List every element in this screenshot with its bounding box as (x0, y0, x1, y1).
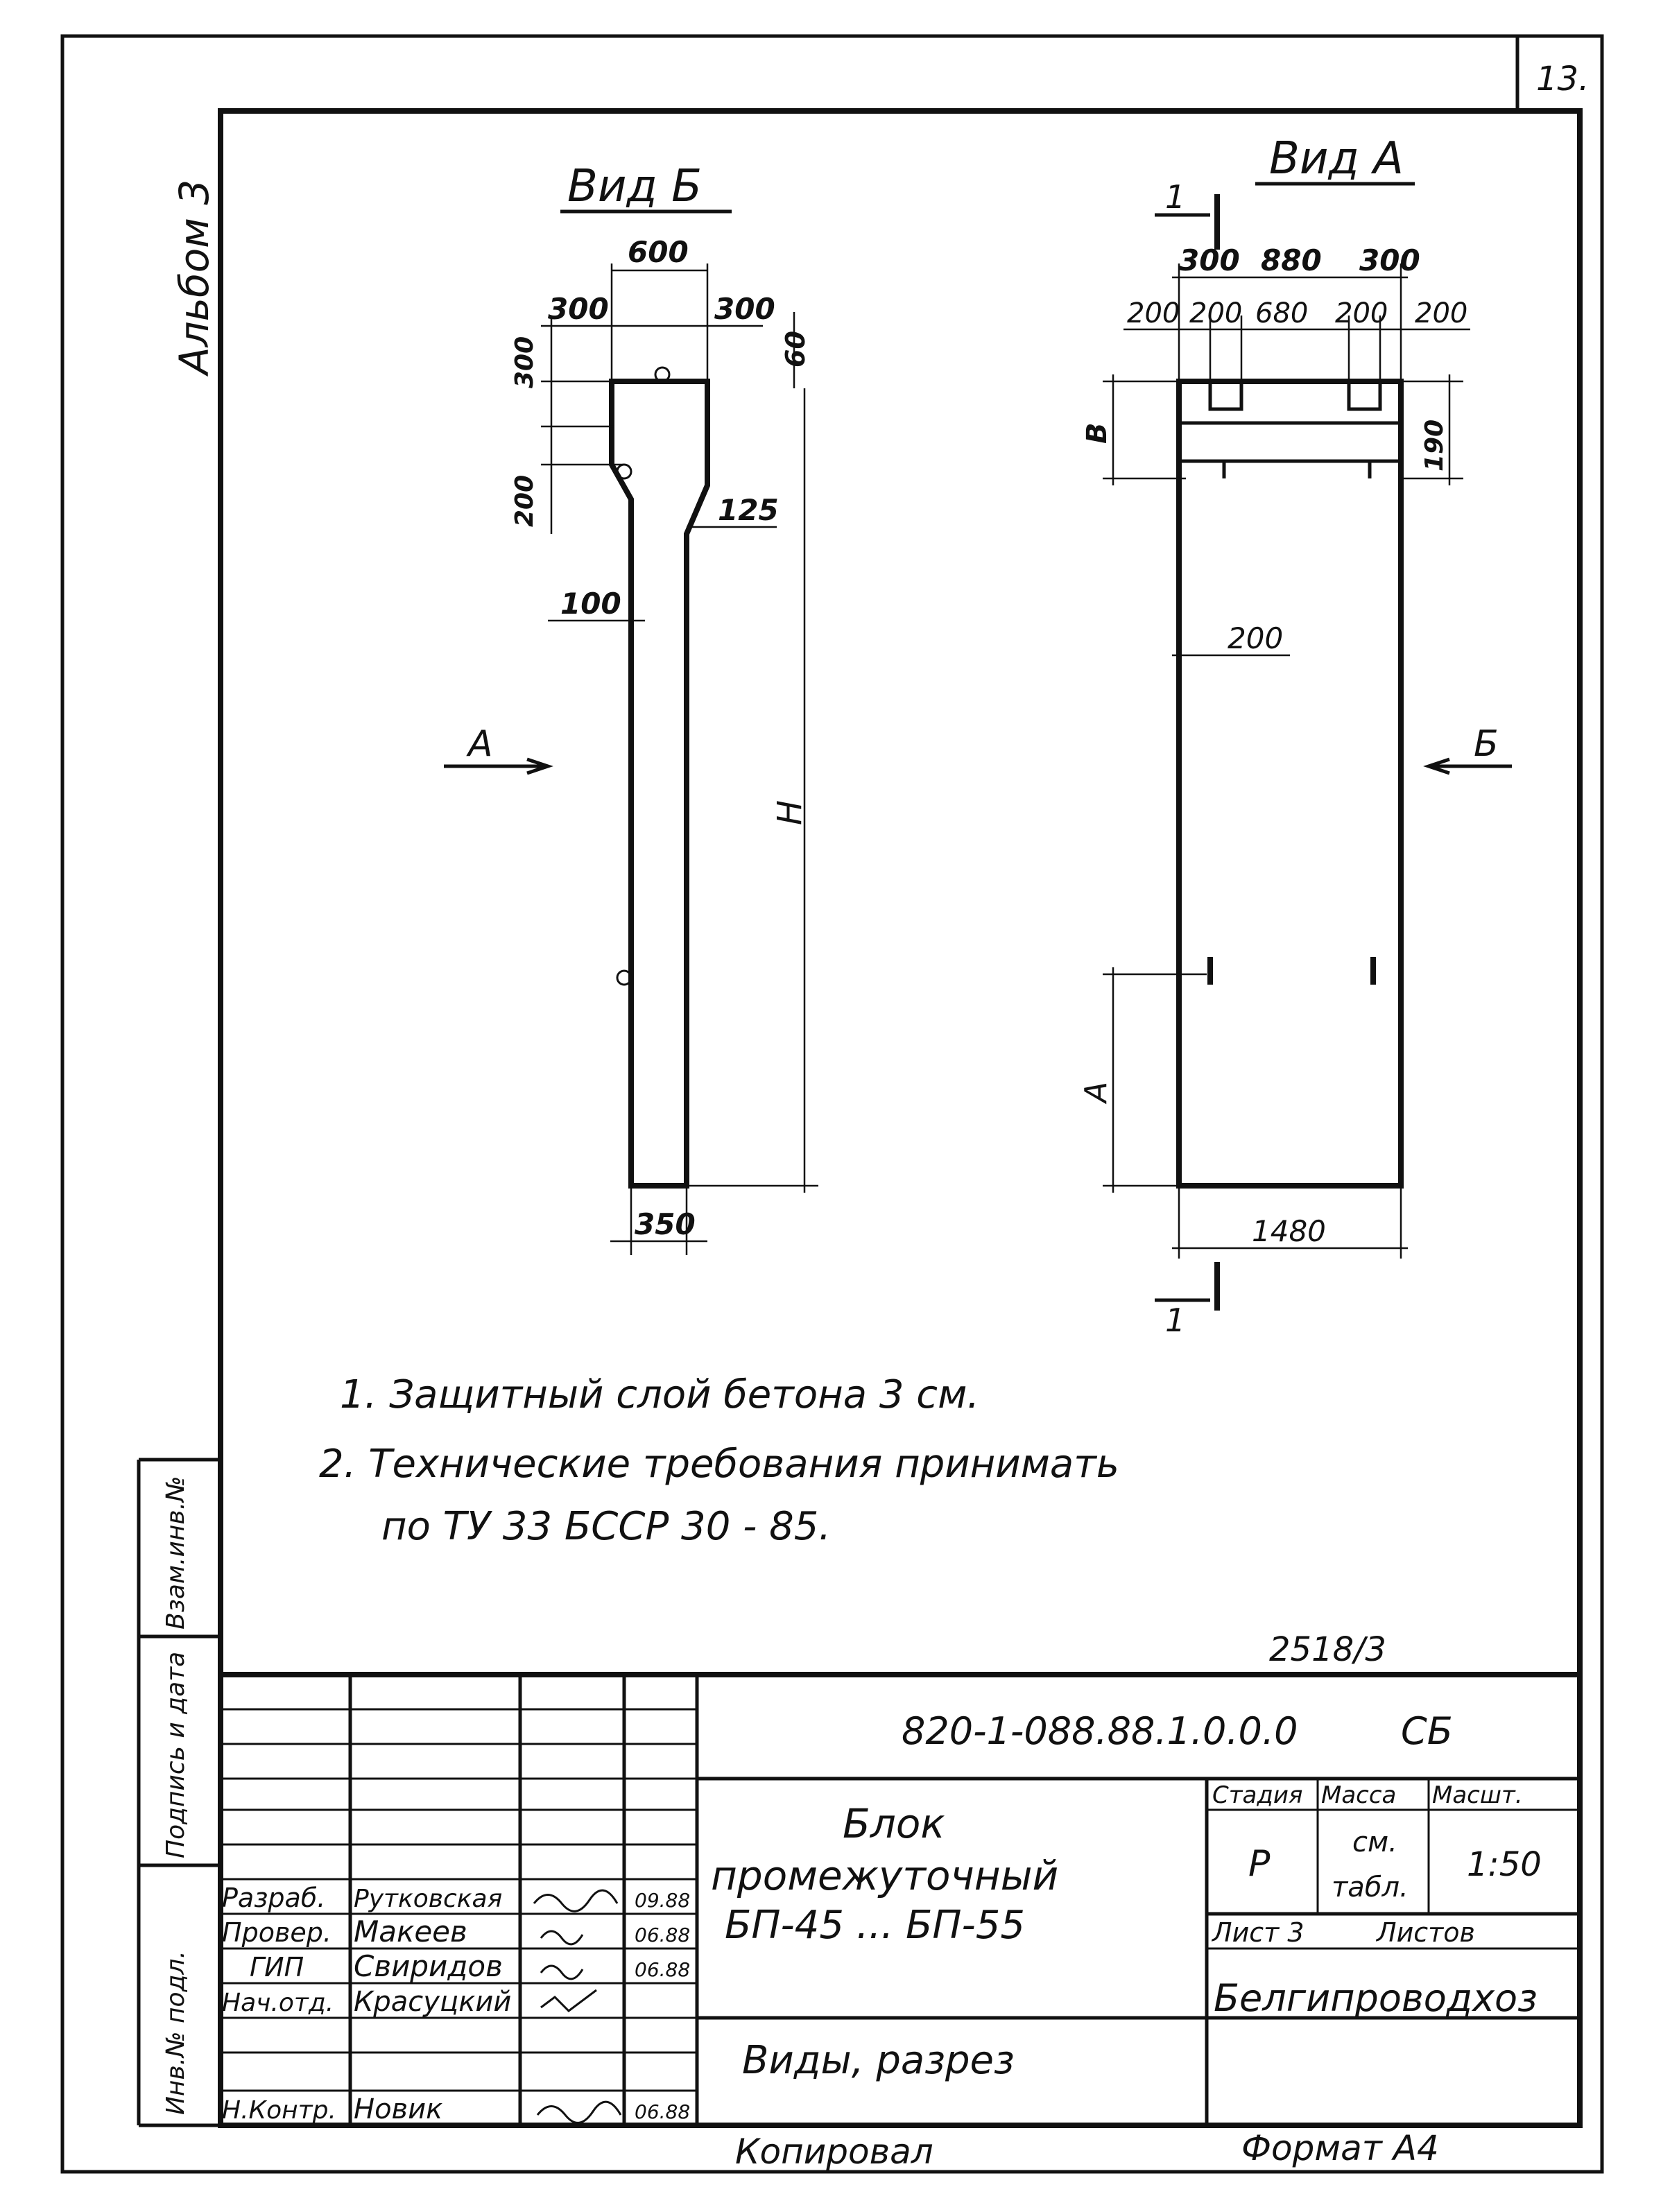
view-a-dim-left-b: B (1081, 423, 1113, 444)
org-name: Белгипроводхоз (1214, 1976, 1538, 2020)
view-a-dim-inner-200: 200 (1228, 621, 1283, 655)
signature-5 (536, 2100, 622, 2124)
arrow-a: А (444, 723, 553, 775)
sheet-ref: 2518/3 (1269, 1630, 1386, 1669)
view-b-hole-mid (616, 463, 632, 480)
view-b-dim-bottom: 350 (635, 1207, 696, 1241)
view-b-dim-top: 600 (628, 235, 689, 269)
view-b-outline (609, 379, 710, 1189)
signature-4 (540, 1989, 597, 2012)
signature-2 (540, 1930, 584, 1946)
stamp-role-1: Разраб. (222, 1883, 325, 1913)
page-number: 13. (1536, 60, 1589, 98)
view-a-dim-top-left: 300 (1179, 243, 1240, 277)
view-a-dim-r2-d: 200 (1335, 297, 1388, 329)
note-2: 2. Технические требования принимать (319, 1442, 1119, 1487)
doc-code: 820-1-088.88.1.0.0.0 (902, 1709, 1298, 1753)
view-b-hole-low (616, 969, 632, 986)
view-b-dim-right-top: 60 (780, 331, 811, 368)
view-a-dim-r2-e: 200 (1415, 297, 1467, 329)
mass-value-1: см. (1352, 1826, 1397, 1858)
mass-header: Масса (1321, 1781, 1396, 1809)
signature-3 (540, 1964, 584, 1980)
album-label: Альбом 3 (171, 180, 218, 377)
arrow-b-label: Б (1474, 723, 1499, 765)
title-line-1: Блок (843, 1800, 945, 1847)
arrow-a-label: А (466, 723, 493, 765)
stamp-date-5: 06.88 (635, 2100, 690, 2123)
stamp-date-1: 09.88 (635, 1889, 690, 1912)
stage-value: Р (1248, 1843, 1271, 1885)
cut-label-top: 1 (1165, 178, 1185, 216)
view-a-dim-top-mid: 880 (1261, 243, 1322, 277)
view-a-pocket-left (1208, 379, 1243, 411)
doc-suffix: СБ (1401, 1709, 1453, 1753)
title-line-2: промежуточный (711, 1852, 1058, 1899)
stage-header: Стадия (1212, 1781, 1302, 1809)
stamp-name-5: Новик (354, 2093, 442, 2125)
sheet-value: Лист 3 (1211, 1917, 1305, 1948)
stamp-name-4: Красуцкий (354, 1986, 511, 2018)
arrow-b: Б (1423, 723, 1512, 775)
view-a-dim-left-a: A (1078, 1082, 1114, 1105)
cut-label-bottom: 1 (1165, 1302, 1185, 1339)
stamp-name-3: Свиридов (354, 1949, 503, 1983)
note-1: 1. Защитный слой бетона 3 см. (340, 1372, 979, 1417)
stamp-name-1: Рутковская (354, 1885, 502, 1913)
view-b-dim-left-top: 300 (510, 336, 539, 388)
mass-value-2: табл. (1332, 1872, 1409, 1903)
view-b-hole-top (654, 366, 671, 383)
view-b-dim-height: H (770, 800, 809, 825)
view-b-dim-shoulder: 100 (560, 587, 621, 621)
view-a: Вид А 1 1 300 880 300 200 200 680 200 20… (1078, 133, 1470, 1339)
stamp-role-3: ГИП (250, 1952, 304, 1982)
view-a-dim-r2-c: 680 (1255, 297, 1308, 329)
view-b-dim-neck: 125 (718, 493, 779, 527)
view-b: Вид Б 600 300 300 60 300 200 125 100 H (510, 161, 818, 1255)
side-strip: Взам.инв.№ Подпись и дата Инв.№ подл. (137, 1458, 221, 2127)
title-block: 820-1-088.88.1.0.0.0 СБ Блок промежуточн… (221, 1672, 1580, 2125)
stamp-date-3: 06.88 (635, 1958, 690, 1981)
signature-1 (533, 1889, 619, 1912)
view-a-dim-bottom: 1480 (1252, 1214, 1326, 1248)
view-a-outline (1176, 379, 1404, 1189)
stamp-date-2: 06.88 (635, 1924, 690, 1946)
view-b-dim-left: 300 (548, 292, 609, 326)
note-3: по ТУ 33 БССР 30 - 85. (381, 1504, 831, 1549)
view-a-dim-r2-b: 200 (1189, 297, 1242, 329)
outer-frame (60, 34, 1604, 2174)
stamp-role-2: Провер. (222, 1917, 332, 1948)
title-line-3: БП-45 ... БП-55 (725, 1903, 1025, 1948)
sheets-label: Листов (1375, 1917, 1475, 1948)
view-b-title: Вид Б (567, 161, 702, 212)
subtitle: Виды, разрез (742, 2038, 1015, 2083)
stamp-role-4: Нач.отд. (222, 1989, 334, 2017)
side-label-1: Взам.инв.№ (162, 1476, 190, 1630)
view-a-dim-right-190: 190 (1420, 420, 1449, 472)
view-a-pocket-right (1347, 379, 1382, 411)
stamp-name-2: Макеев (354, 1915, 467, 1949)
footer-left: Копировал (735, 2132, 933, 2172)
view-b-dim-left-mid: 200 (510, 475, 539, 527)
inner-frame (218, 108, 1583, 2128)
view-a-dim-top-right: 300 (1359, 243, 1420, 277)
side-label-3: Инв.№ подл. (162, 1951, 190, 2115)
footer-right: Формат А4 (1241, 2128, 1439, 2168)
view-b-dim-right: 300 (714, 292, 775, 326)
stamp-role-5: Н.Контр. (222, 2096, 336, 2125)
side-label-2: Подпись и дата (162, 1652, 190, 1858)
scale-value: 1:50 (1467, 1845, 1542, 1884)
view-a-title: Вид А (1269, 133, 1404, 184)
scale-header: Масшт. (1432, 1781, 1523, 1809)
view-a-dim-r2-a: 200 (1127, 297, 1180, 329)
